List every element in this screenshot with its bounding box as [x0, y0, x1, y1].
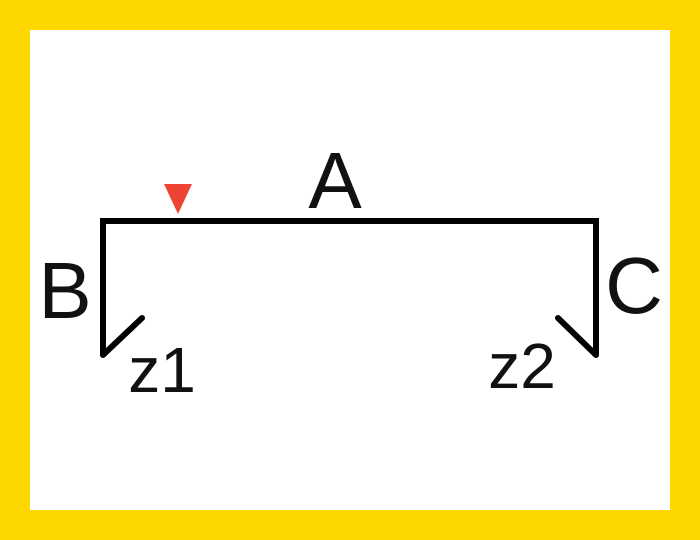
label-a: A [308, 136, 362, 225]
label-b: B [38, 246, 91, 335]
label-c: C [605, 241, 663, 330]
down-triangle-marker-icon [164, 184, 192, 214]
right-end-tick [555, 315, 599, 358]
beam-frame-line [100, 218, 599, 355]
label-z1: z1 [128, 334, 196, 406]
diagram-canvas [30, 30, 670, 510]
label-z2: z2 [488, 330, 556, 402]
left-end-tick [100, 315, 145, 358]
